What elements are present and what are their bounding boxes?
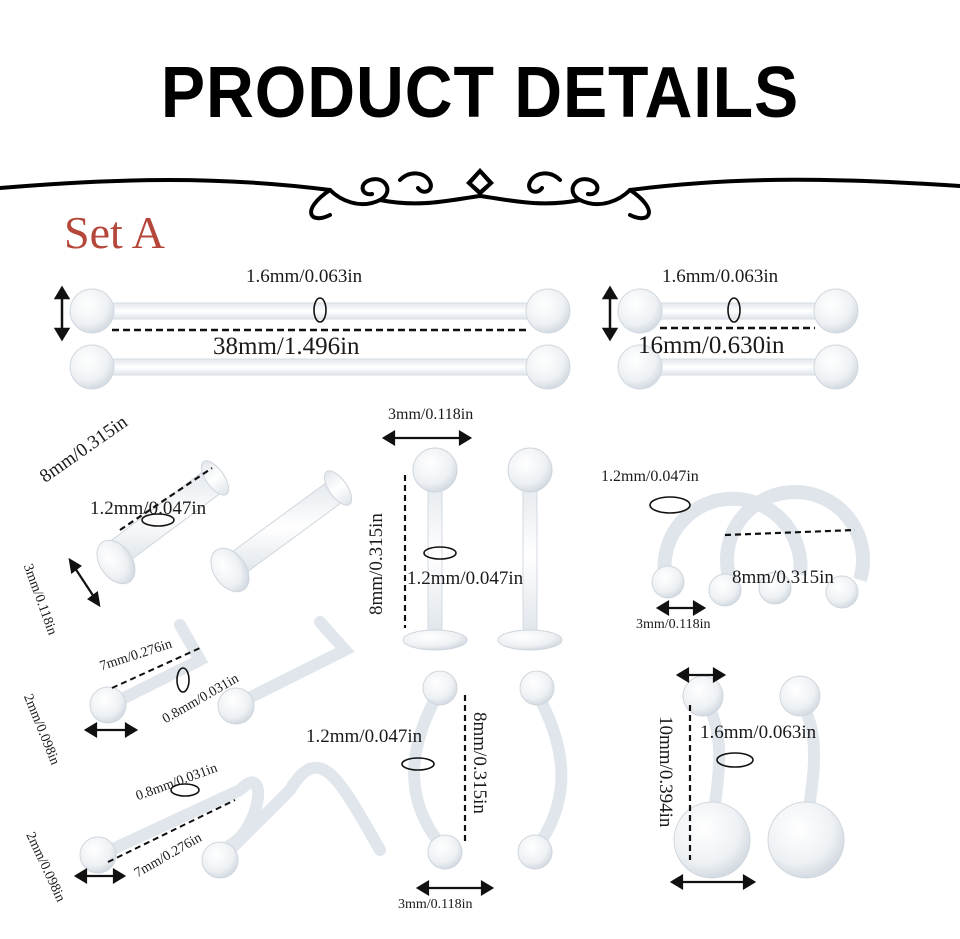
flat-gauge-label: 1.2mm/0.047in [90, 498, 207, 519]
horseshoe-gauge-label: 1.2mm/0.047in [601, 468, 699, 485]
belly-length-label: 10mm/0.394in [655, 716, 676, 828]
belly-ring-product [673, 675, 845, 879]
set-label: Set A [64, 207, 165, 258]
barbell-short-length-label: 16mm/0.630in [638, 332, 785, 359]
barbell-long-length-label: 38mm/1.496in [213, 333, 360, 360]
belly-gauge-label: 1.6mm/0.063in [700, 722, 817, 743]
labret-product [402, 447, 563, 651]
page-title: PRODUCT DETAILS [160, 53, 800, 133]
curved-barbell-product [408, 684, 568, 856]
curved-ball-label: 3mm/0.118in [398, 897, 473, 912]
flat-back-stud-product [96, 460, 353, 593]
labret-ball-label: 3mm/0.118in [388, 406, 474, 423]
dimension-arrow-icon [601, 285, 619, 342]
labret-gauge-label: 1.2mm/0.047in [407, 568, 524, 589]
curved-length-label: 8mm/0.315in [469, 712, 490, 814]
barbell-long-gauge-label: 1.6mm/0.063in [246, 266, 363, 287]
nose-l-stud-product [104, 616, 355, 711]
dimension-arrow-icon [53, 285, 71, 342]
horseshoe-product [657, 485, 870, 583]
barbell-long-product [69, 288, 571, 390]
ornament-divider-icon [0, 171, 960, 221]
horseshoe-ball-label: 3mm/0.118in [636, 617, 711, 632]
horseshoe-diameter-label: 8mm/0.315in [732, 567, 834, 588]
curved-gauge-label: 1.2mm/0.047in [306, 726, 423, 747]
barbell-short-gauge-label: 1.6mm/0.063in [662, 266, 779, 287]
nose-screw-product [94, 761, 386, 866]
barbell-short-product [617, 288, 859, 390]
labret-length-label: 8mm/0.315in [366, 513, 387, 615]
